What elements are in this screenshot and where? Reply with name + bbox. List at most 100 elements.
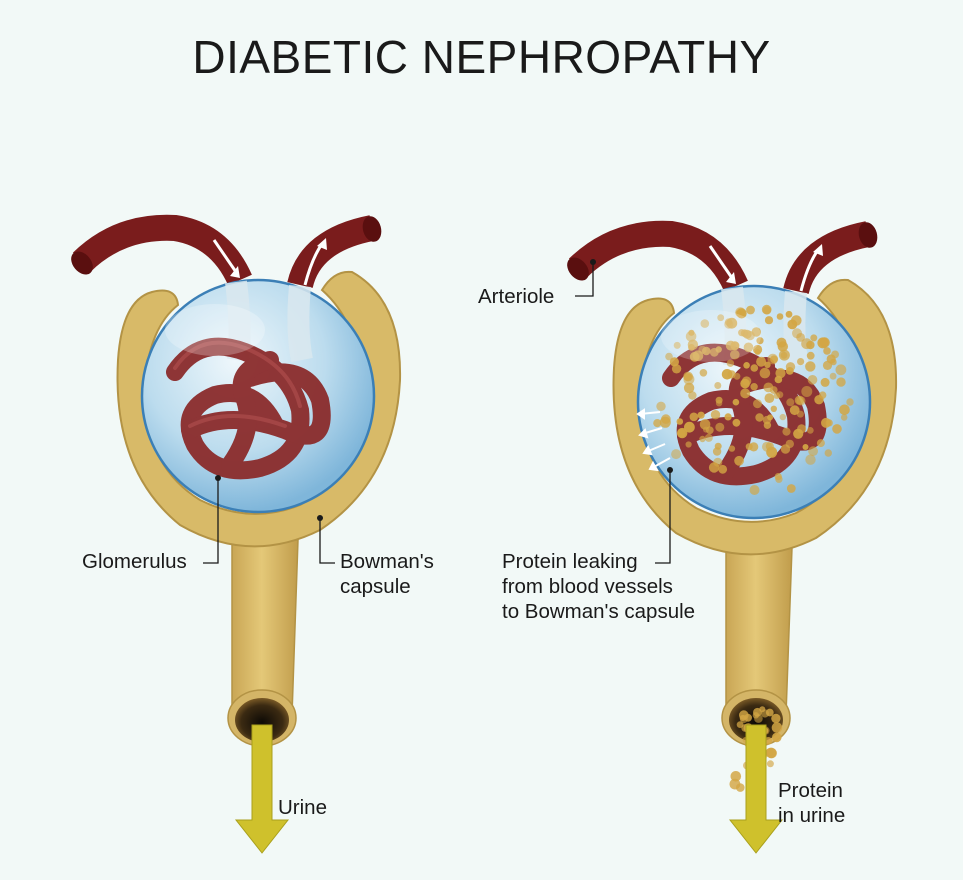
protein-dot [792,328,802,339]
protein-dot [742,329,752,339]
protein-dot [736,783,745,792]
protein-dot [832,424,842,434]
protein-dot [677,427,688,439]
protein-dot [684,421,695,433]
label-arteriole: Arteriole [478,285,555,308]
protein-dot [782,427,791,436]
protein-dot [724,318,733,326]
protein-dot [704,433,713,442]
label-protein-leaking: Protein leaking from blood vessels to Bo… [502,550,696,623]
protein-dot [685,441,692,448]
urine-arrow [234,724,290,854]
protein-dot [699,369,708,377]
glomerulus-tuft [166,337,331,480]
protein-dot [753,399,762,409]
protein-dot [816,439,825,448]
protein-dot [730,349,740,360]
protein-dot [710,410,721,420]
afferent-arteriole [72,214,252,286]
protein-dot [708,462,720,473]
glomerulus-leader [203,478,219,564]
protein-dot [786,484,796,493]
protein-dot [732,398,740,406]
label-bowmans-capsule: Bowman's capsule [340,550,434,598]
leak-arrows [636,408,671,472]
protein-dot [806,427,814,434]
protein-dot [765,708,774,717]
protein-particles [653,304,854,495]
protein-dot [839,404,850,416]
protein-dot [785,362,796,372]
protein-dot [728,445,736,452]
tubule [231,539,299,716]
protein-dot [776,313,784,320]
protein-dot [665,352,673,361]
protein-dot [735,307,746,318]
protein-dot [750,383,758,391]
protein-dot [697,411,705,419]
protein-dot [703,426,709,433]
afferent-arteriole-right [568,220,748,292]
protein-dot [840,414,848,421]
protein-dot [764,393,775,403]
protein-dot [808,446,818,457]
protein-dot [824,449,832,457]
protein-dot [718,464,728,474]
leak-leader [655,470,671,564]
protein-dot [763,382,774,393]
flow-arrow-in [212,239,238,273]
protein-dot [785,310,793,318]
protein-dot [721,369,733,380]
protein-dot [740,378,750,389]
protein-dot [653,419,662,428]
protein-dot [775,368,786,379]
protein-dot [715,400,723,407]
protein-dot [801,338,812,350]
protein-dot [734,455,744,466]
protein-dot [656,401,666,411]
healthy-nephron [71,214,402,854]
protein-dot [733,372,741,380]
protein-dot [823,347,831,355]
protein-dot [786,398,795,407]
protein-dot [776,391,784,399]
protein-dot [743,362,750,369]
protein-dot [753,344,763,355]
protein-dot [756,356,767,367]
protein-dot [821,417,831,428]
protein-dot [715,422,725,432]
protein-dot [771,713,781,724]
protein-dot [817,337,829,349]
protein-dot [766,760,774,768]
protein-dot [771,722,783,733]
protein-dot [787,319,798,330]
protein-dot [767,353,779,365]
protein-dot [772,732,782,743]
protein-dot [759,367,771,379]
protein-dot [699,435,706,443]
damaged-nephron [567,220,898,854]
protein-dot [778,349,790,361]
protein-dot [765,747,777,759]
protein-dot [671,449,682,460]
protein-dot [807,375,818,385]
protein-dot [700,319,710,328]
protein-dot [688,344,695,351]
protein-dot [726,359,735,367]
protein-dot [743,342,754,353]
protein-dot [759,706,766,713]
protein-dot [717,314,725,322]
protein-dot [709,347,719,357]
protein-dot [764,316,774,325]
protein-dot [685,331,697,342]
protein-dot [724,413,732,421]
protein-dot [820,377,830,387]
protein-dot [779,413,786,421]
protein-dot [789,405,800,416]
protein-dot [683,373,695,385]
protein-dot [802,444,809,450]
protein-dot [676,418,684,425]
protein-dot [746,305,755,315]
protein-dot [762,415,772,425]
